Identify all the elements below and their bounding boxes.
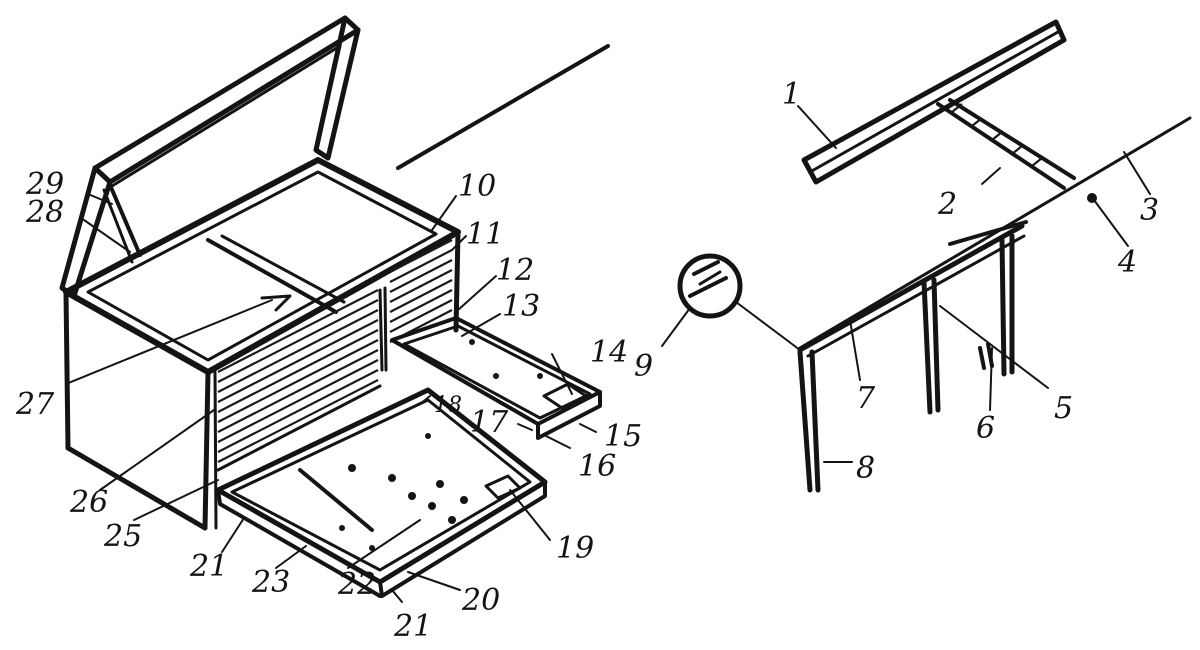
- label-8: 8: [856, 451, 875, 486]
- chest-body: [63, 229, 461, 531]
- table-legs: [797, 233, 1015, 493]
- label-11: 11: [466, 217, 504, 252]
- label-5: 5: [1054, 391, 1073, 426]
- label-10: 10: [458, 169, 496, 204]
- top-rim: [63, 157, 461, 375]
- tray-hole: [339, 525, 345, 531]
- tray-hole: [408, 492, 416, 500]
- label-28: 28: [25, 195, 64, 230]
- chest-unit: [59, 15, 602, 603]
- bottom-tray: [215, 387, 548, 598]
- detail-magnifier: [677, 253, 801, 351]
- label-26: 26: [69, 485, 108, 520]
- top-divider: [206, 238, 338, 314]
- reference-numerals: 29 28 10 11 12 13 14 15 16 17 18 19 20 2…: [15, 77, 1159, 644]
- drawer-rivet: [469, 339, 475, 345]
- tray-hole: [428, 502, 436, 510]
- drawer-rivet: [493, 373, 499, 379]
- tray-hole: [448, 516, 456, 524]
- label-15: 15: [604, 419, 642, 454]
- lid-strut: [108, 183, 142, 257]
- tray-divider: [298, 468, 374, 532]
- label-13: 13: [502, 289, 540, 324]
- leaders-right: [661, 105, 1151, 463]
- label-27: 27: [15, 387, 55, 422]
- bracket: [936, 98, 1076, 190]
- tray-hole: [460, 496, 468, 504]
- label-1: 1: [782, 77, 801, 112]
- label-18: 18: [434, 393, 462, 418]
- table-apron: [797, 220, 1028, 358]
- drawer-rivet: [537, 373, 543, 379]
- top-divider-inner: [220, 234, 346, 304]
- tray-hole: [425, 433, 431, 439]
- label-7: 7: [856, 381, 876, 416]
- label-19: 19: [556, 531, 594, 566]
- label-2: 2: [937, 187, 957, 222]
- latch-27: [260, 294, 292, 312]
- lid: [59, 15, 361, 299]
- front-grille: [216, 289, 382, 472]
- leaders-left: [65, 193, 597, 603]
- tray-hole: [369, 545, 375, 551]
- label-17: 17: [470, 405, 509, 440]
- separator-line: [396, 44, 610, 170]
- tray-hole: [388, 474, 396, 482]
- label-22: 22: [337, 567, 376, 602]
- label-9: 9: [634, 349, 653, 384]
- rail: [801, 19, 1067, 185]
- tray-hole: [348, 464, 356, 472]
- label-23: 23: [251, 565, 290, 600]
- label-25: 25: [103, 519, 142, 554]
- label-20: 20: [461, 583, 500, 618]
- label-14: 14: [590, 335, 628, 370]
- label-6: 6: [976, 411, 995, 446]
- label-16: 16: [578, 449, 616, 484]
- label-29: 29: [25, 167, 64, 202]
- table-unit: [661, 19, 1192, 493]
- label-4: 4: [1117, 245, 1137, 280]
- label-21-bottom: 21: [393, 609, 432, 644]
- label-21-left: 21: [189, 549, 228, 584]
- label-12: 12: [496, 253, 534, 288]
- tray-hole: [436, 480, 444, 488]
- small-drawer: [390, 316, 602, 440]
- label-3: 3: [1140, 193, 1159, 228]
